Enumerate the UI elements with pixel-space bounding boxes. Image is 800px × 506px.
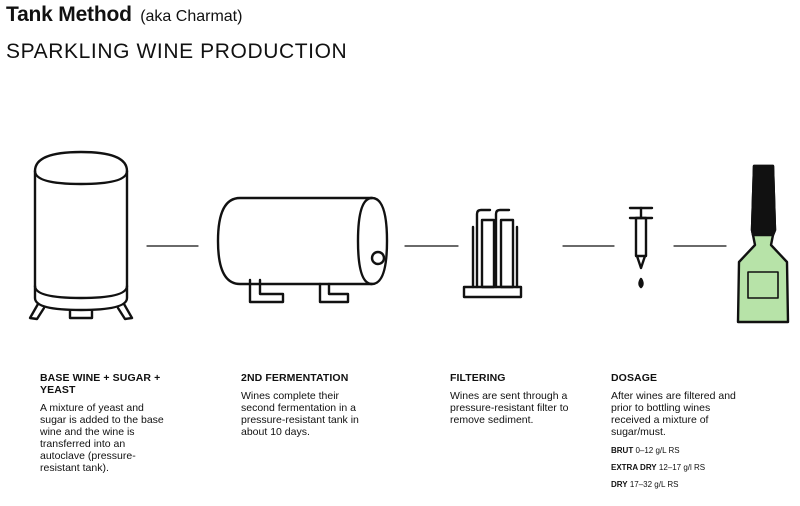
step-description: After wines are filtered and prior to bo… [611, 390, 736, 438]
step-base-wine: BASE WINE + SUGAR + YEAST A mixture of y… [40, 372, 168, 474]
sweetness-level-dry: DRY 17–32 g/L RS [611, 480, 679, 489]
title-main: Tank Method [6, 3, 132, 26]
title-aka: (aka Charmat) [140, 8, 243, 25]
step-title: FILTERING [450, 372, 506, 384]
step-description: Wines are sent through a pressure-resist… [450, 390, 569, 426]
bottle-icon [736, 164, 790, 324]
step-description: A mixture of yeast and sugar is added to… [40, 402, 164, 474]
sweetness-level-extra-dry: EXTRA DRY 12–17 g/l RS [611, 463, 706, 472]
step-title: BASE WINE + SUGAR + YEAST [40, 372, 161, 396]
autoclave-tank-icon [28, 150, 134, 321]
step-second-fermentation: 2ND FERMENTATION Wines complete their se… [241, 372, 366, 438]
horizontal-tank-icon [216, 196, 389, 304]
step-description: Wines complete their second fermentation… [241, 390, 359, 438]
step-dosage: DOSAGE After wines are filtered and prio… [611, 372, 751, 493]
step-title: 2ND FERMENTATION [241, 372, 349, 384]
page-title: Tank Method (aka Charmat) [6, 3, 242, 27]
syringe-icon [628, 206, 654, 289]
step-filtering: FILTERING Wines are sent through a press… [450, 372, 570, 426]
sweetness-level-brut: BRUT 0–12 g/L RS [611, 446, 680, 455]
sweetness-levels: BRUT 0–12 g/L RS EXTRA DRY 12–17 g/l RS … [611, 442, 751, 493]
page-subtitle: SPARKLING WINE PRODUCTION [6, 40, 348, 63]
step-title: DOSAGE [611, 372, 658, 384]
filter-icon [462, 208, 523, 299]
